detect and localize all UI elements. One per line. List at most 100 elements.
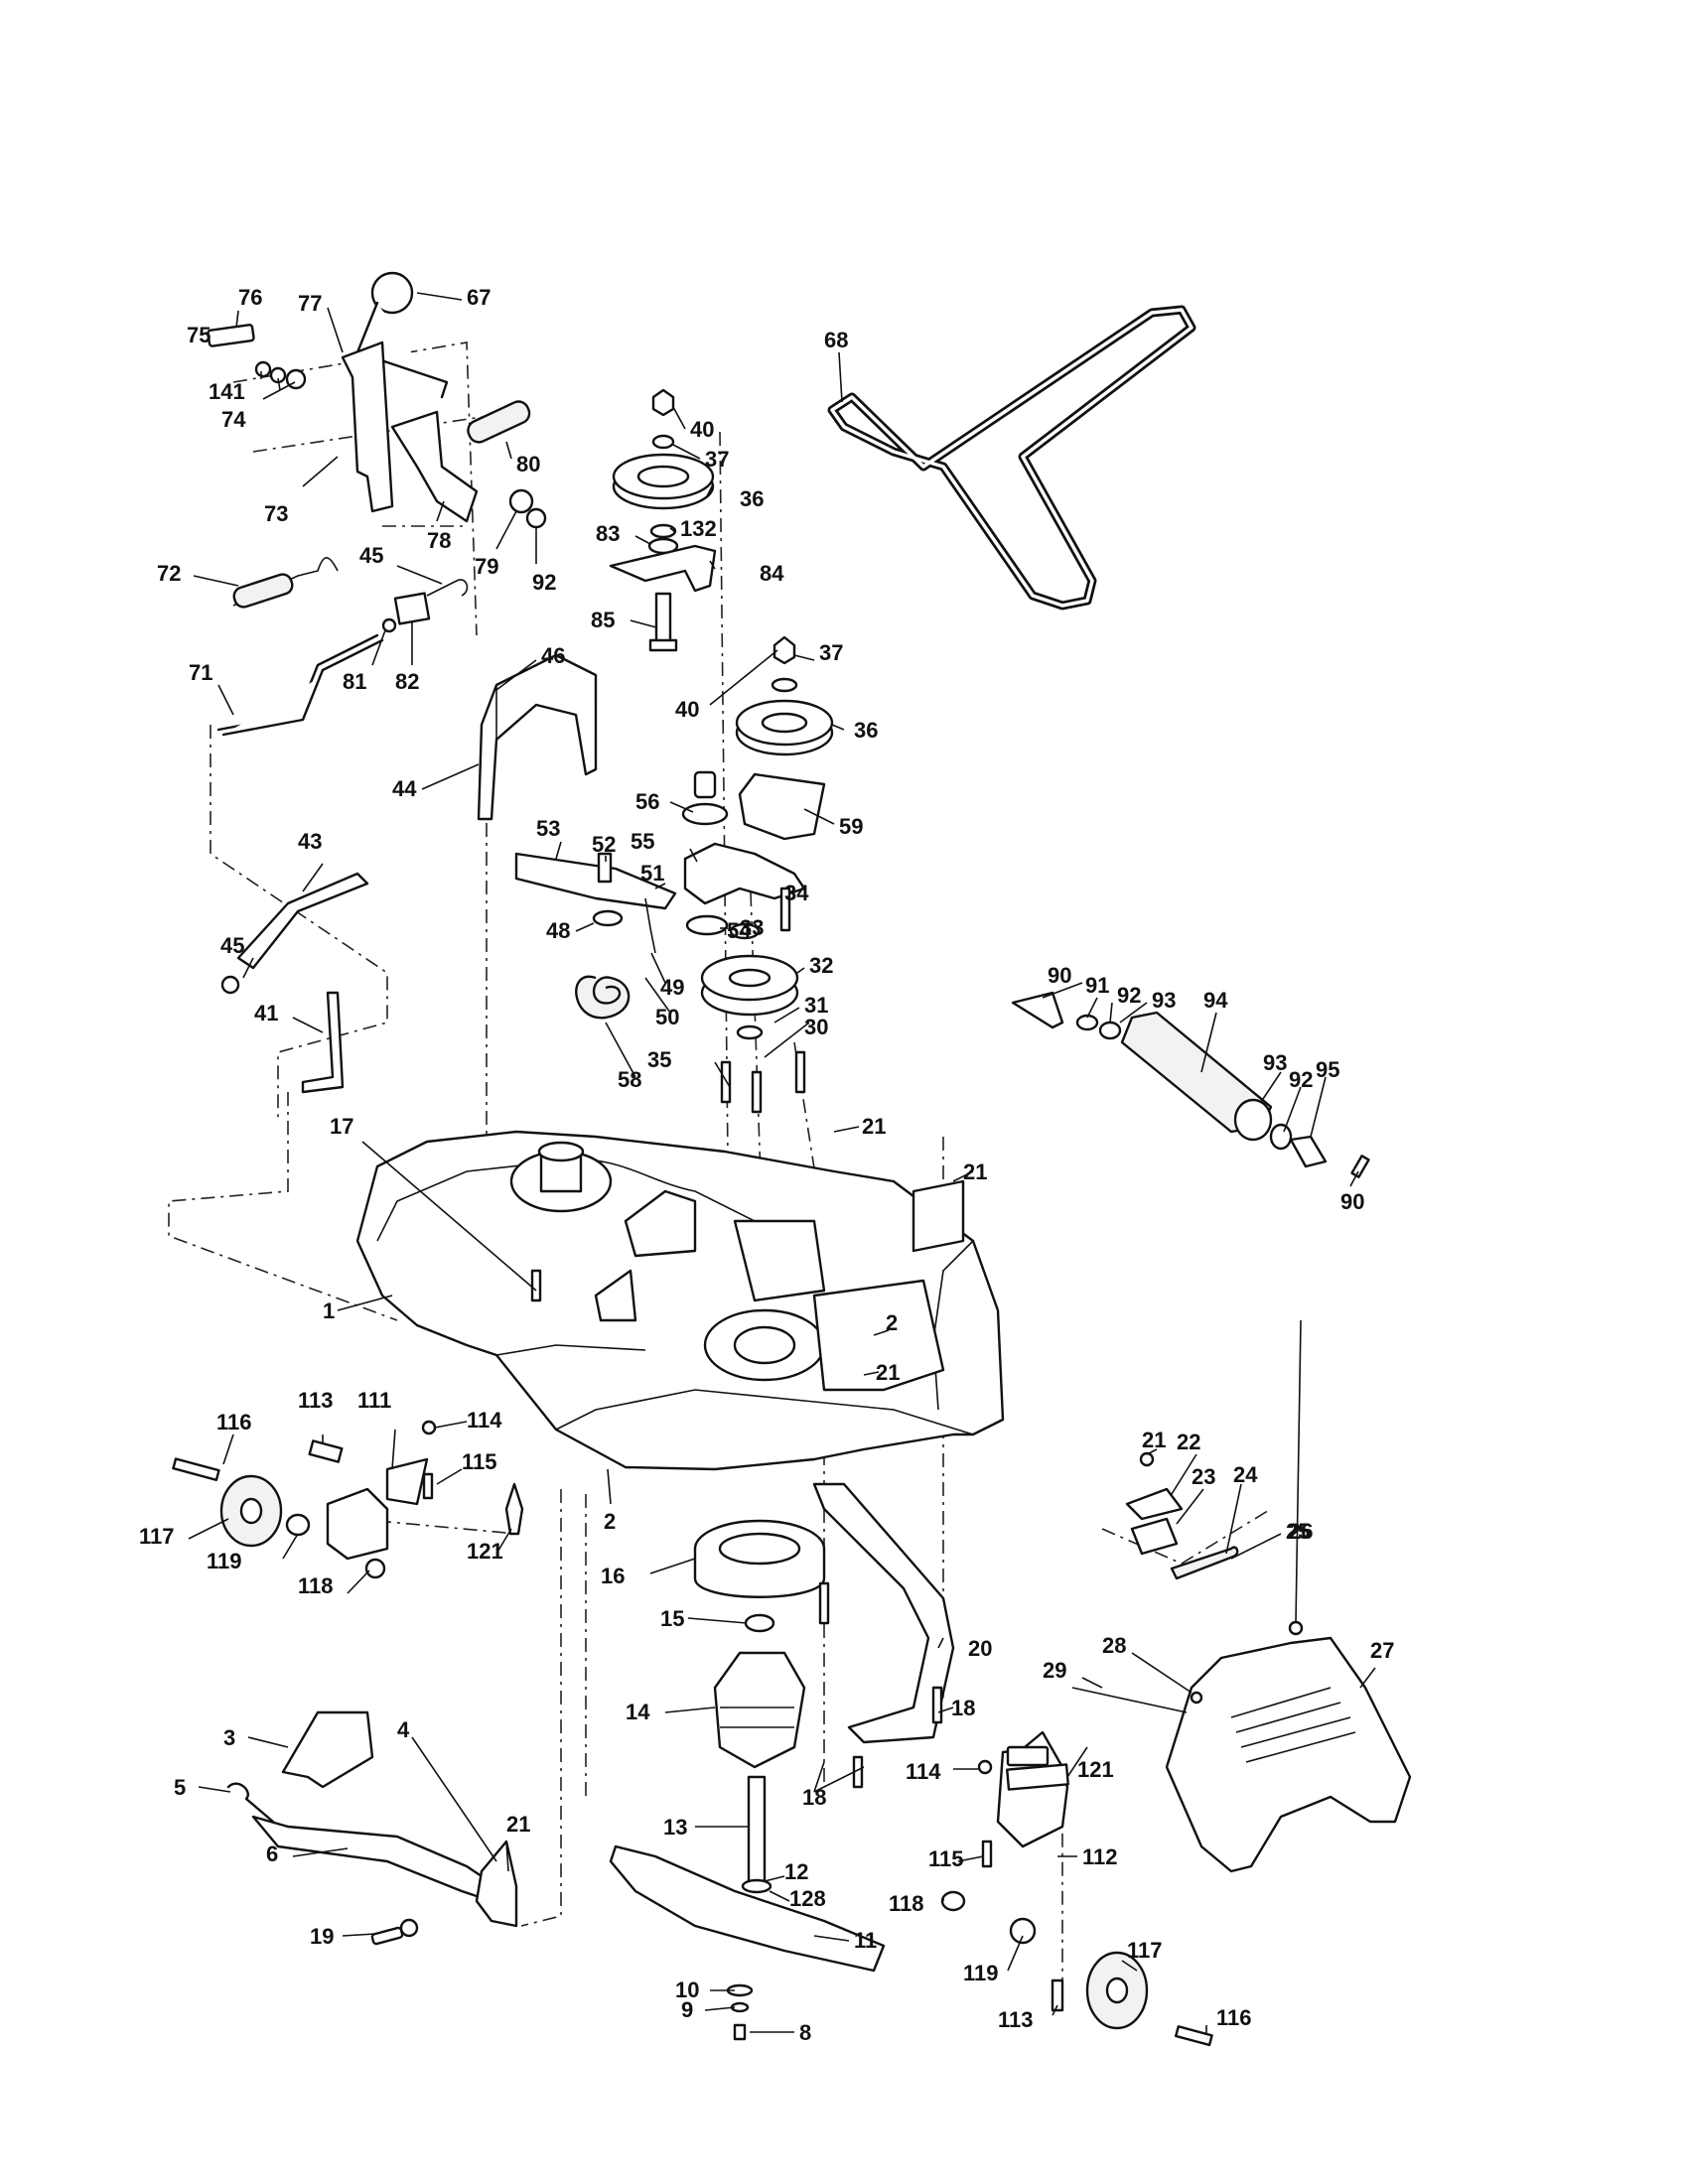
callout: 14: [626, 1700, 650, 1724]
callout: 118: [298, 1573, 334, 1598]
callout: 22: [1177, 1430, 1200, 1454]
callout: 21: [1142, 1428, 1166, 1452]
callout: 58: [618, 1067, 641, 1092]
callout: 121: [1077, 1757, 1114, 1782]
lever-handle: [355, 301, 449, 399]
callout: 78: [427, 528, 451, 553]
callout: 117: [1127, 1938, 1163, 1963]
callout: 114: [467, 1408, 502, 1433]
belt-guide: [477, 653, 598, 821]
callout: 25: [1286, 1519, 1310, 1544]
left-gauge-wheel: [172, 1420, 524, 1579]
callout: 141: [209, 379, 245, 404]
callout: 92: [1117, 983, 1141, 1008]
callout: 95: [1316, 1057, 1339, 1082]
callout: 3: [223, 1725, 235, 1750]
callout: 18: [802, 1785, 826, 1810]
idler-arm: [683, 842, 806, 936]
belt-keeper: [812, 1482, 955, 1789]
callout: 49: [660, 975, 684, 1000]
callout: 113: [298, 1388, 334, 1413]
callout: 50: [655, 1005, 679, 1029]
callout: 41: [254, 1001, 278, 1025]
callout: 5: [174, 1775, 186, 1800]
callout: 15: [660, 1606, 684, 1631]
callout: 2: [886, 1310, 898, 1335]
callout: 20: [968, 1636, 992, 1661]
callout: 119: [963, 1961, 999, 1985]
anti-scalp-roller: [1011, 991, 1370, 1178]
callout: 27: [1370, 1638, 1394, 1663]
callout: 90: [1340, 1189, 1364, 1214]
idler-pulley-stack-upper: [609, 388, 717, 652]
washer-79: [508, 488, 534, 514]
callout: 9: [681, 1997, 693, 2022]
callout: 81: [343, 669, 366, 694]
callout: 8: [799, 2020, 811, 2045]
callout: 113: [998, 2007, 1034, 2032]
callout: 74: [221, 407, 246, 432]
callout: 52: [592, 832, 616, 857]
callout: 92: [1289, 1067, 1313, 1092]
callout: 84: [760, 561, 784, 586]
callout: 21: [862, 1114, 886, 1139]
callout: 45: [359, 543, 383, 568]
callout: 23: [1192, 1464, 1215, 1489]
callout: 128: [789, 1886, 826, 1911]
callout: 21: [506, 1812, 530, 1837]
callout: 37: [705, 447, 729, 472]
callout: 29: [1043, 1658, 1066, 1683]
callout: 72: [157, 561, 181, 586]
callout: 12: [784, 1859, 808, 1884]
callout: 44: [392, 776, 417, 801]
callout: 54: [727, 918, 752, 943]
callout: 13: [663, 1815, 687, 1840]
lever-plate: [390, 410, 479, 523]
callout: 16: [601, 1564, 625, 1588]
callout: 93: [1263, 1050, 1287, 1075]
callout: 92: [532, 570, 556, 595]
washer-75: [254, 360, 272, 378]
callout: 4: [397, 1717, 410, 1742]
callout: 59: [839, 814, 863, 839]
callout: 80: [516, 452, 540, 477]
callout: 68: [824, 328, 848, 352]
mower-deck: [355, 1130, 1005, 1471]
callout: 10: [675, 1978, 699, 2002]
lever-bracket: [341, 341, 394, 513]
callout: 132: [680, 516, 717, 541]
callout: 1: [323, 1298, 335, 1323]
callout: 115: [462, 1449, 497, 1474]
callout: 94: [1203, 988, 1228, 1013]
callout: 40: [690, 417, 714, 442]
callout: 115: [928, 1846, 964, 1871]
callout: 119: [207, 1549, 242, 1573]
callout: 21: [963, 1160, 987, 1184]
callout: 90: [1048, 963, 1071, 988]
idler-bracket-spring: [514, 852, 677, 1020]
callout: 21: [876, 1360, 900, 1385]
callout: 75: [187, 323, 210, 347]
blade-adapter-plate: [977, 1759, 1069, 1791]
callout: 53: [536, 816, 560, 841]
callout: 34: [784, 881, 809, 905]
callout: 73: [264, 501, 288, 526]
callout: 121: [467, 1539, 503, 1564]
callout: 6: [266, 1842, 278, 1866]
callout: 45: [220, 933, 244, 958]
callout: 19: [310, 1924, 334, 1949]
discharge-chute-bracket: [1125, 1451, 1304, 1636]
callout: 24: [1233, 1462, 1258, 1487]
callout: 11: [854, 1928, 877, 1953]
callout: 91: [1085, 973, 1109, 998]
engagement-lever-assembly: [207, 271, 547, 529]
lift-rod: [216, 579, 469, 737]
shoulder-bolt: [207, 324, 255, 347]
callout: 2: [604, 1509, 616, 1534]
callout: 43: [298, 829, 322, 854]
callout: 46: [541, 643, 565, 668]
callout: 76: [238, 285, 262, 310]
callout: 48: [546, 918, 570, 943]
leader-lines: [188, 292, 1376, 2033]
deck-pulley: [700, 922, 806, 1114]
